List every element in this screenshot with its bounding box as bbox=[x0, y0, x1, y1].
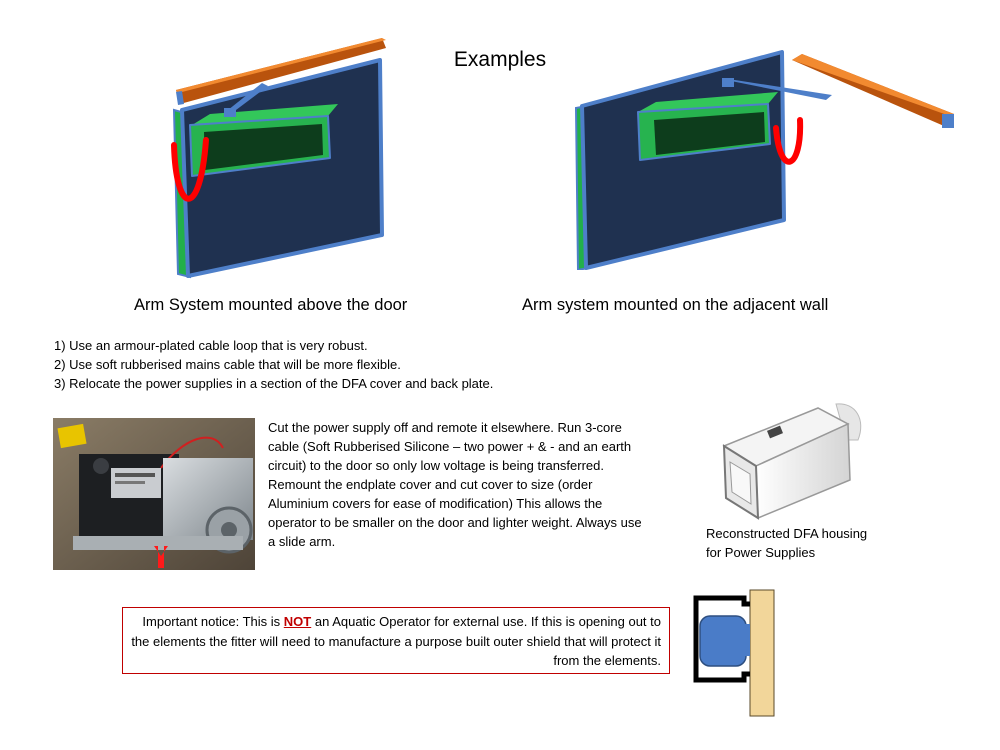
housing-caption-line: for Power Supplies bbox=[706, 545, 816, 560]
notice-emphasis: NOT bbox=[283, 614, 312, 629]
important-notice-box: Important notice: This is NOT an Aquatic… bbox=[122, 607, 670, 674]
page-title: Examples bbox=[453, 48, 547, 71]
list-item: 3) Relocate the power supplies in a sect… bbox=[54, 376, 494, 391]
notice-text: Important notice: This is bbox=[142, 614, 284, 629]
dfa-housing-illustration bbox=[722, 403, 862, 520]
list-item: 1) Use an armour-plated cable loop that … bbox=[54, 338, 368, 353]
recommendation-list: 1) Use an armour-plated cable loop that … bbox=[54, 336, 493, 393]
housing-caption-line: Reconstructed DFA housing bbox=[706, 526, 868, 541]
instruction-paragraph: Remount the endplate cover and cut cover… bbox=[268, 477, 642, 549]
notice-text: an Aquatic Operator for external use. If… bbox=[131, 614, 661, 668]
list-item: 2) Use soft rubberised mains cable that … bbox=[54, 357, 401, 372]
door-illustration-adjacent bbox=[574, 50, 954, 270]
caption-arm-adjacent-wall: Arm system mounted on the adjacent wall bbox=[522, 296, 829, 314]
caption-arm-above-door: Arm System mounted above the door bbox=[134, 296, 408, 314]
outer-shield-diagram bbox=[693, 589, 775, 717]
door-illustration-above bbox=[171, 38, 386, 279]
instruction-text: Cut the power supply off and remote it e… bbox=[268, 418, 648, 551]
instruction-paragraph: Cut the power supply off and remote it e… bbox=[268, 420, 632, 473]
housing-caption: Reconstructed DFA housing for Power Supp… bbox=[706, 524, 867, 562]
power-supply-photo bbox=[53, 418, 255, 570]
